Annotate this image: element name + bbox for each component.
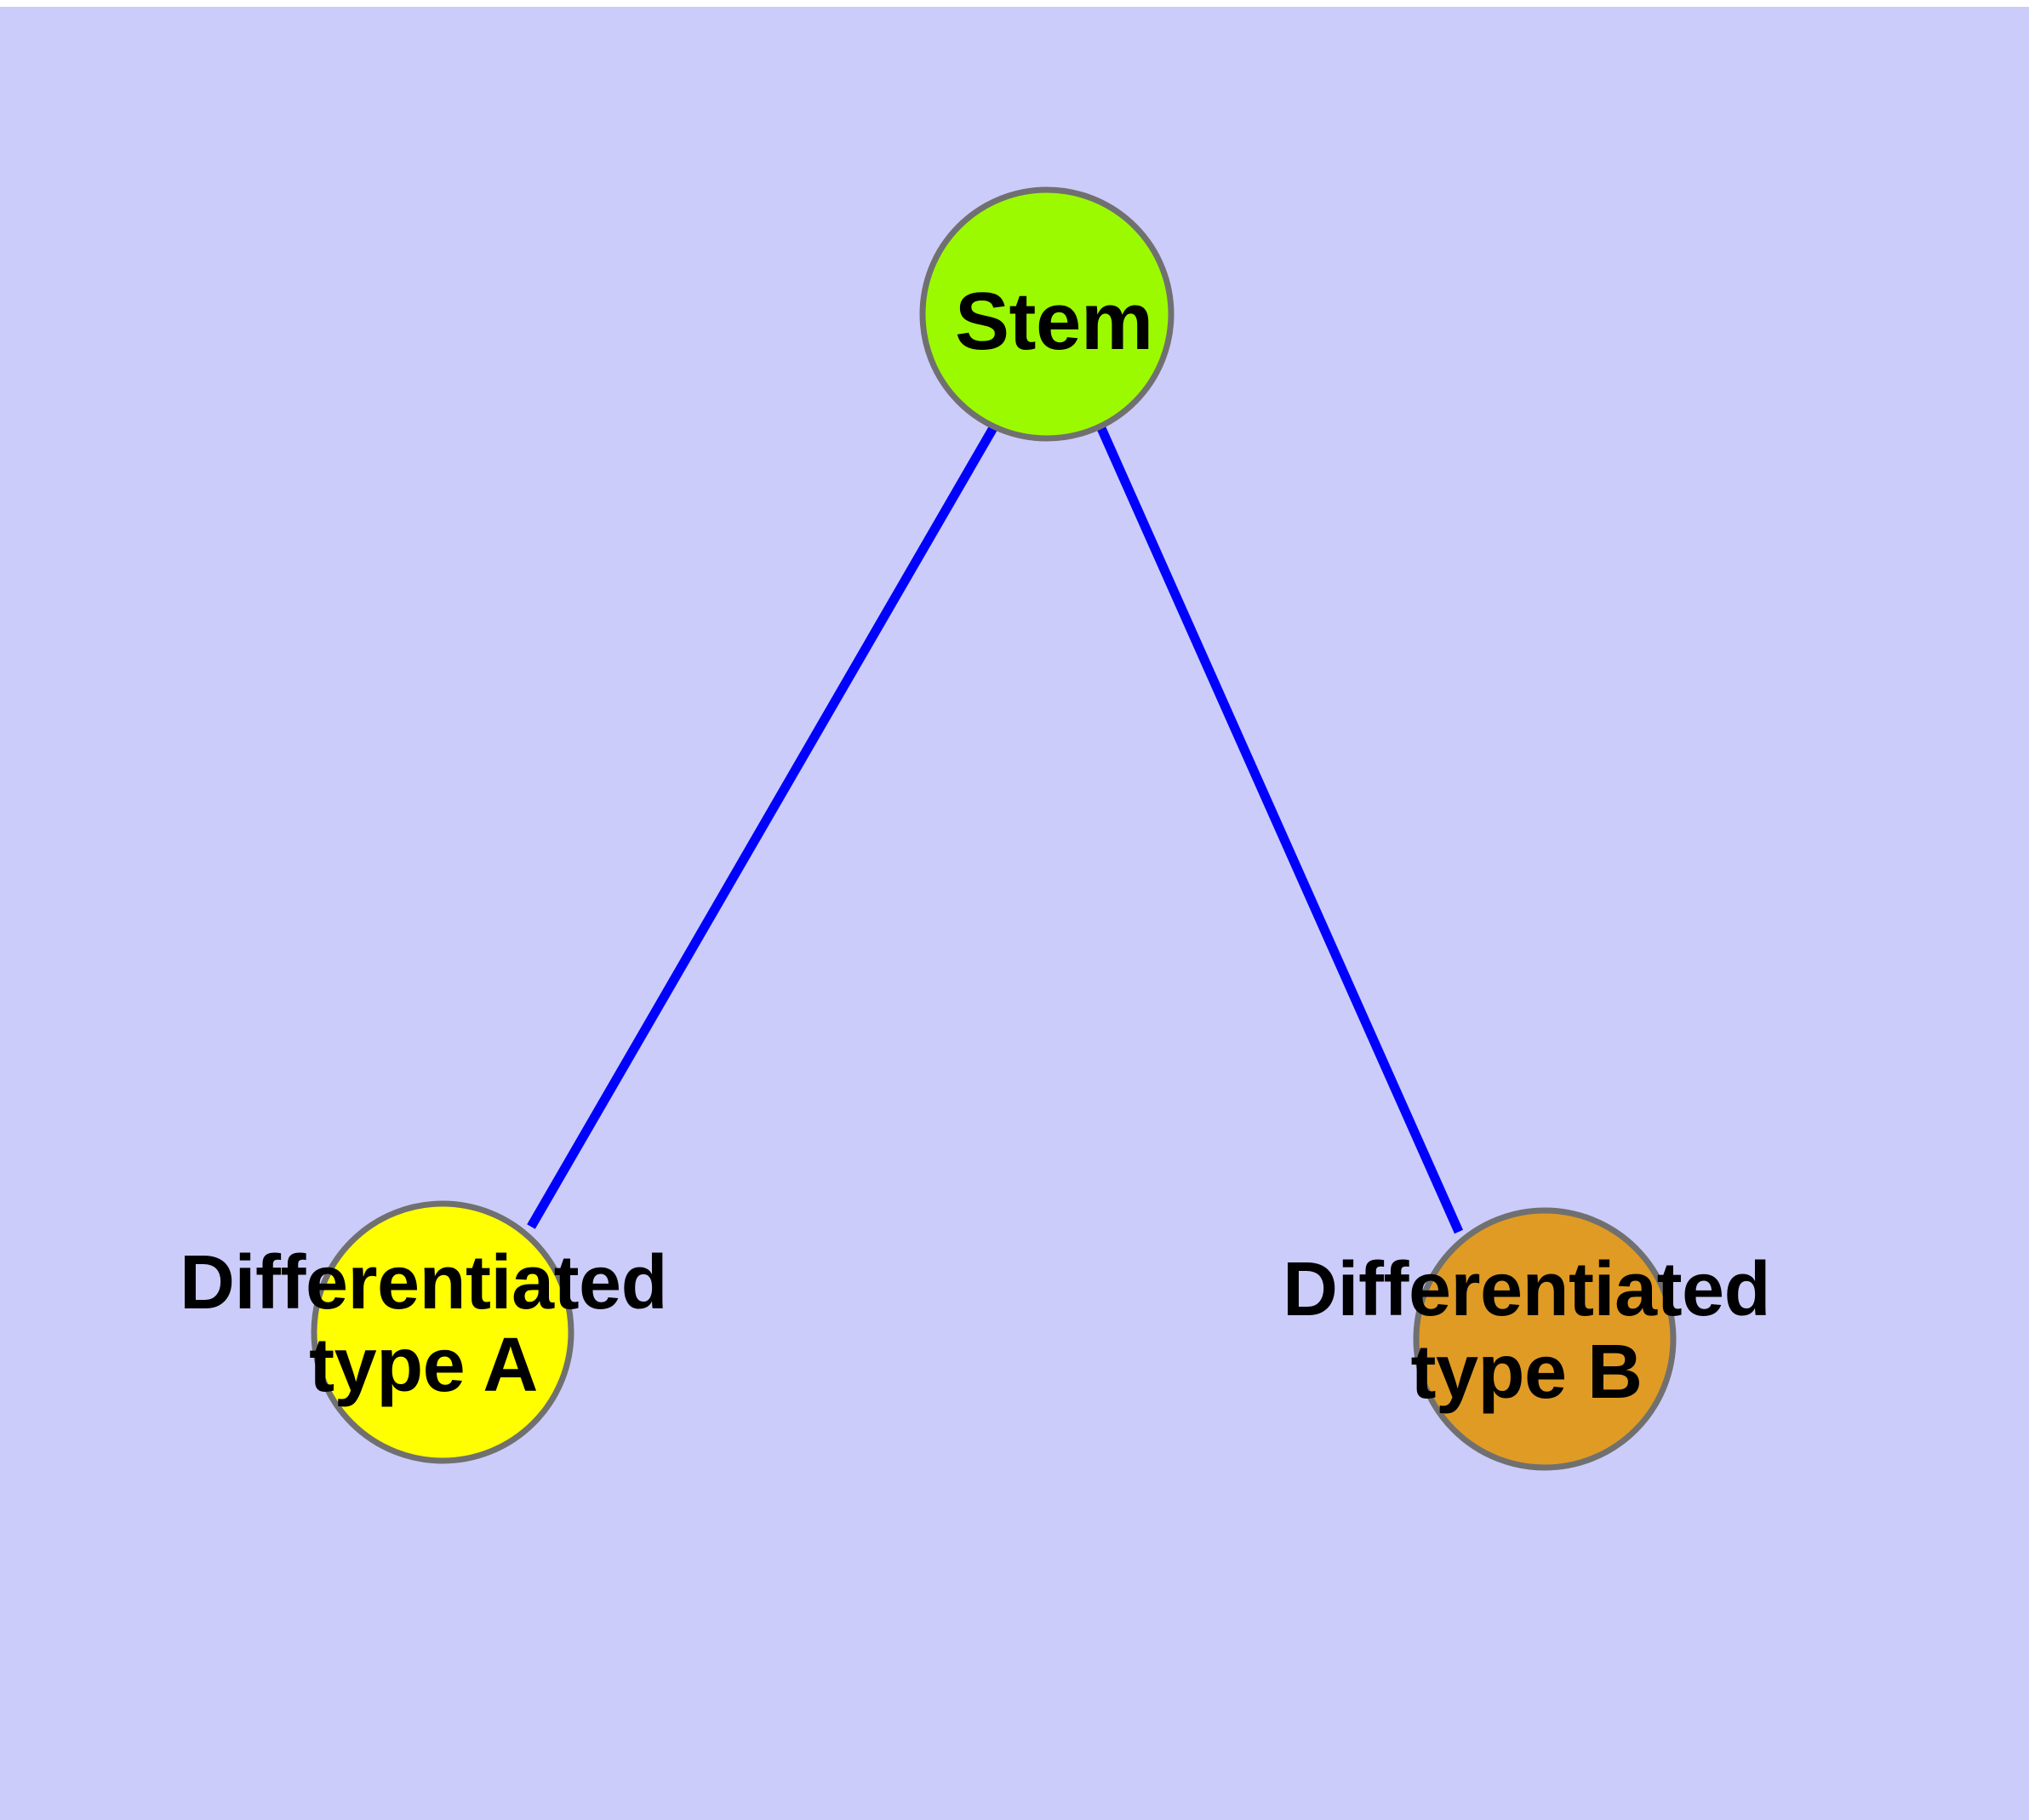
nodes-layer [311, 186, 1677, 1471]
graph-node-diff-a[interactable] [311, 1200, 574, 1464]
graph-edge-stem-to-diff-a [527, 424, 998, 1229]
edges-layer [527, 424, 1464, 1234]
graph-node-diff-b[interactable] [1413, 1207, 1677, 1471]
graph-node-stem[interactable] [919, 186, 1175, 442]
graph-edge-stem-to-diff-b [1096, 426, 1464, 1234]
